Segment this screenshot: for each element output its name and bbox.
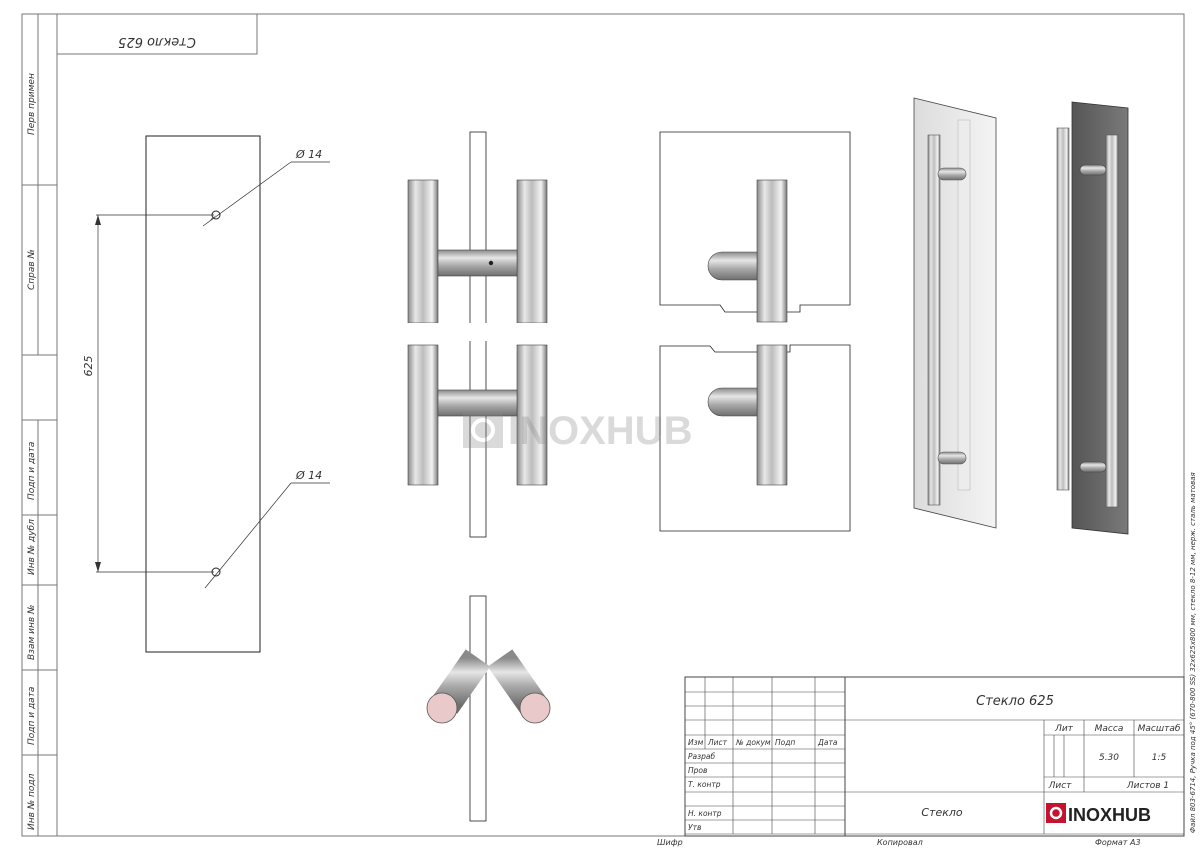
scale-label: Масштаб (1138, 724, 1181, 734)
row-label: Подп (775, 738, 795, 747)
isometric-view-dark (1056, 101, 1129, 535)
mirrored-stamp-text: Стекло 625 (118, 34, 196, 49)
front-view-drawing (400, 131, 556, 538)
cipher-label: Шифр (657, 838, 683, 847)
lit-label: Лит (1054, 724, 1074, 734)
row-label: Н. контр (688, 809, 722, 818)
mass-label: Масса (1095, 724, 1124, 734)
top-view-drawing (426, 595, 551, 822)
left-stamp-column: Перв примен Справ № Подп и дата Инв № ду… (22, 14, 57, 836)
diameter-label-bottom: Ø 14 (295, 469, 322, 482)
sheet-border (21, 13, 1185, 837)
copied-label: Копировал (877, 838, 923, 847)
sidebar-label: Справ № (27, 249, 37, 290)
row-label: Т. контр (688, 780, 721, 789)
row-label: Изм (688, 738, 704, 747)
watermark: INOXHUB (463, 409, 692, 453)
watermark-text: INOXHUB (508, 409, 692, 453)
diameter-label-top: Ø 14 (295, 148, 322, 161)
drawing-title: Стекло 625 (976, 694, 1054, 709)
logo-text: INOXHUB (1068, 805, 1151, 825)
row-label: Дата (817, 738, 838, 747)
sidebar-label: Перв примен (27, 73, 37, 135)
row-label: Пров (688, 766, 707, 775)
isometric-view-clear (913, 97, 997, 529)
section-view-drawing (659, 131, 851, 532)
format-label: Формат А3 (1095, 838, 1141, 847)
scale-value: 1:5 (1152, 753, 1167, 763)
row-label: Разраб (688, 752, 715, 761)
sheets-label: Листов 1 (1126, 781, 1169, 791)
row-label: Утв (688, 823, 701, 832)
glass-panel-drawing: 625 Ø 14 Ø 14 (82, 135, 330, 653)
material-label: Стекло (921, 806, 963, 819)
inoxhub-logo: INOXHUB (1046, 803, 1151, 825)
sidebar-label: Подп и дата (27, 442, 37, 500)
row-label: № докум (735, 738, 771, 747)
mass-value: 5.30 (1099, 753, 1119, 763)
sidebar-label: Взам инв № (27, 605, 37, 660)
length-dimension: 625 (82, 356, 95, 377)
row-label: Лист (707, 738, 728, 747)
file-note: Файл 803-6714, Ручка под 45° (670-800 SS… (1189, 472, 1197, 833)
mirrored-stamp-box (56, 13, 258, 55)
sidebar-label: Инв № дубл (27, 519, 37, 575)
sidebar-label: Инв № подл (27, 773, 37, 830)
sidebar-label: Подп и дата (27, 687, 37, 745)
title-block: Стекло 625 Лит Масса Масштаб 5.30 1:5 Ли… (684, 676, 1185, 837)
sheet-label: Лист (1048, 781, 1073, 791)
